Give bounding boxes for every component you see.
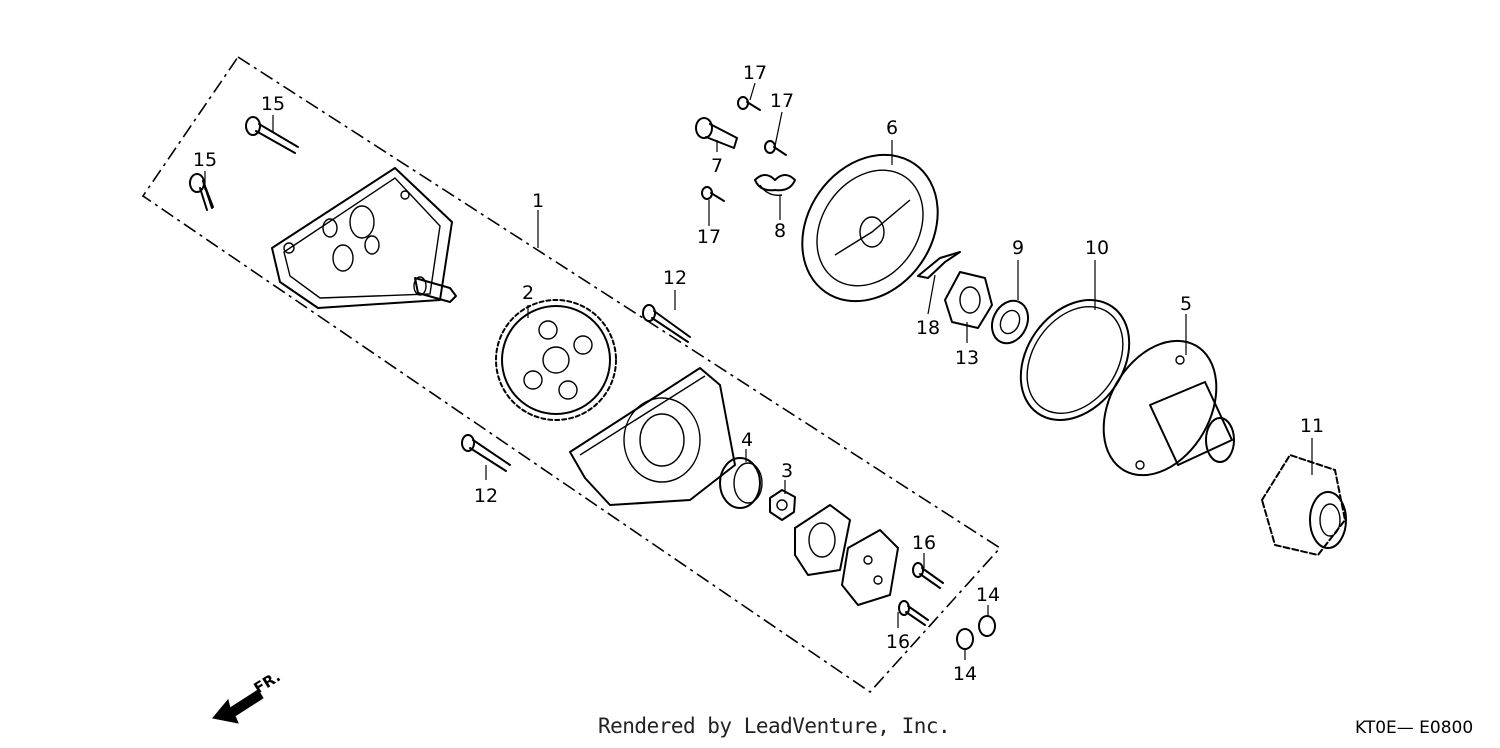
front-direction-arrow: FR. (212, 667, 284, 724)
callout-18: 18 (916, 317, 940, 339)
callout-16-lower: 16 (886, 631, 910, 653)
callout-4: 4 (741, 429, 753, 451)
leader-lines (204, 82, 1313, 660)
part-pump-gasket (794, 504, 851, 576)
callout-14-upper: 14 (976, 584, 1000, 606)
part-clip (917, 251, 961, 279)
callout-6: 6 (886, 117, 898, 139)
callout-17-bottom: 17 (697, 226, 721, 248)
callout-16-upper: 16 (912, 532, 936, 554)
callout-13: 13 (955, 347, 979, 369)
part-splined-collar (1261, 454, 1347, 556)
part-pivot-pin (695, 117, 738, 149)
part-pump-cover (271, 167, 453, 309)
callout-10: 10 (1085, 237, 1109, 259)
callout-12-lower: 12 (474, 485, 498, 507)
callout-1: 1 (532, 190, 544, 212)
callout-labels: 1 2 3 4 5 6 7 8 9 10 11 12 12 13 14 14 1… (193, 62, 1324, 685)
part-rotor-housing (801, 153, 939, 303)
part-screw-17-c (701, 186, 725, 202)
part-screw-16-upper (912, 562, 944, 589)
callout-15-lower: 15 (193, 149, 217, 171)
part-drive-gear (495, 299, 617, 421)
part-drive-flange (1102, 339, 1235, 477)
part-pump-plate (841, 529, 899, 606)
part-screw-17-a (737, 96, 761, 111)
callout-12-upper: 12 (663, 267, 687, 289)
part-oring-14 (956, 615, 996, 650)
part-spring (754, 174, 796, 196)
footer-credit: Rendered by LeadVenture, Inc. (598, 714, 951, 738)
part-screw-17-b (764, 140, 787, 156)
callout-3: 3 (781, 460, 793, 482)
part-washer (991, 299, 1029, 345)
callout-5: 5 (1180, 293, 1192, 315)
diagram-code: KT0E— E0800 (1355, 718, 1474, 738)
part-bolt-15-upper (245, 116, 299, 154)
callout-9: 9 (1012, 237, 1024, 259)
callout-7: 7 (711, 155, 723, 177)
callout-2: 2 (522, 282, 534, 304)
part-dowel-stud (413, 276, 457, 303)
callout-17-top: 17 (743, 62, 767, 84)
part-outer-rotor (719, 457, 763, 509)
callout-17-middle: 17 (770, 90, 794, 112)
part-bolt-12-lower (461, 434, 511, 472)
part-pump-body (569, 367, 736, 506)
part-nut (944, 271, 993, 329)
callout-14-lower: 14 (953, 663, 977, 685)
callout-15-upper: 15 (261, 93, 285, 115)
callout-8: 8 (774, 220, 786, 242)
callout-11: 11 (1300, 415, 1324, 437)
part-bolt-15-lower (189, 173, 214, 211)
part-bolt-12-upper (642, 304, 691, 343)
assembly-boundary (141, 55, 1002, 694)
part-inner-rotor (769, 489, 796, 521)
part-screw-16-lower (898, 600, 929, 626)
